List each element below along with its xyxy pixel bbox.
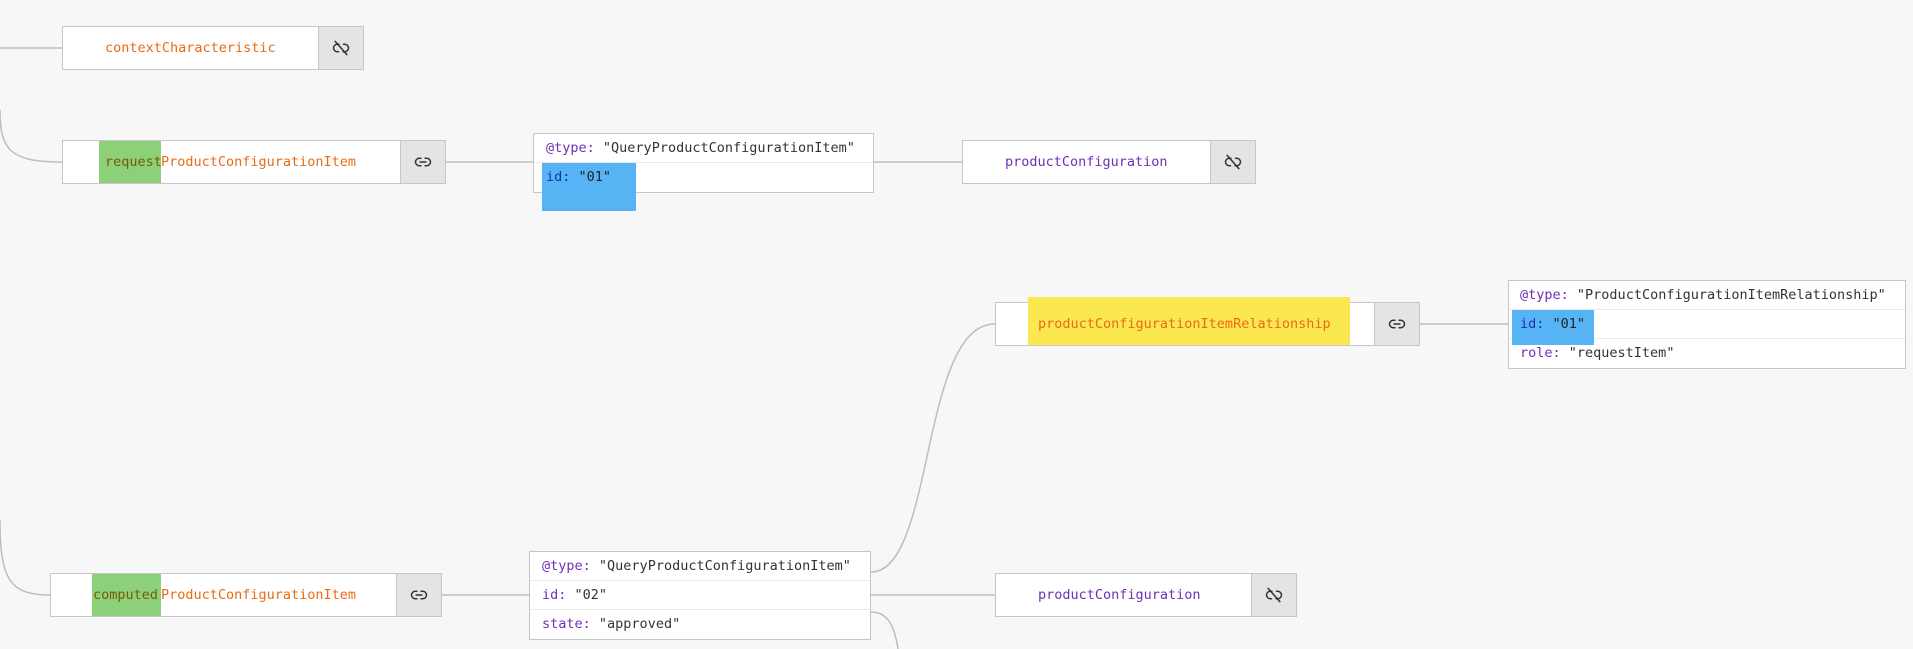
node-label: contextCharacteristic — [105, 40, 276, 56]
label-rest: ProductConfigurationItem — [161, 154, 357, 170]
role-value: "requestItem" — [1568, 345, 1675, 361]
id-value: "01" — [578, 169, 612, 185]
request-item-object-node[interactable]: @type: "QueryProductConfigurationItem" i… — [533, 133, 874, 211]
product-configuration-item-relationship-node[interactable]: productConfigurationItemRelationship — [995, 297, 1420, 346]
product-configuration-node-1[interactable]: productConfiguration — [962, 140, 1256, 184]
computed-item-object-node[interactable]: @type: "QueryProductConfigurationItem" i… — [529, 551, 871, 640]
link-off-icon — [1224, 154, 1242, 170]
label-highlight: request — [99, 141, 162, 183]
type-row: @type: "ProductConfigurationItemRelation… — [1509, 281, 1905, 310]
id-highlight — [1512, 310, 1594, 345]
type-row: @type: "QueryProductConfigurationItem" — [534, 134, 873, 163]
link-button[interactable] — [396, 574, 441, 616]
type-key: @type: — [542, 558, 591, 574]
role-key: role: — [1520, 345, 1561, 361]
id-key: id: — [546, 169, 571, 185]
role-row: role: "requestItem" — [1509, 339, 1905, 368]
id-value: "01" — [1552, 316, 1586, 332]
link-off-icon — [1265, 587, 1283, 603]
link-icon — [1388, 319, 1406, 329]
link-off-icon — [332, 40, 350, 56]
node-label: productConfigurationItemRelationship — [1038, 316, 1331, 332]
label-rest: ProductConfigurationItem — [161, 587, 357, 603]
link-button[interactable] — [1374, 303, 1419, 345]
id-key: id: — [1520, 316, 1545, 332]
relationship-object-node[interactable]: @type: "ProductConfigurationItemRelation… — [1508, 280, 1906, 369]
state-key: state: — [542, 616, 591, 632]
type-row: @type: "QueryProductConfigurationItem" — [530, 552, 870, 581]
type-value: "QueryProductConfigurationItem" — [602, 140, 855, 156]
link-icon — [410, 590, 428, 600]
node-label: requestProductConfigurationItem — [99, 141, 356, 183]
id-key: id: — [542, 587, 567, 603]
id-highlight — [542, 163, 636, 211]
edge-obj-relationship — [870, 323, 996, 573]
edge-obj-lower — [870, 611, 899, 649]
id-row: id: "02" — [530, 581, 870, 610]
request-product-configuration-item-node[interactable]: requestProductConfigurationItem — [62, 140, 446, 184]
unlink-button[interactable] — [1210, 141, 1255, 183]
edge-to-request — [0, 109, 63, 163]
product-configuration-node-2[interactable]: productConfiguration — [995, 573, 1297, 617]
id-row: id: "01" — [1509, 310, 1905, 345]
label-highlight: computed — [92, 574, 161, 616]
type-key: @type: — [1520, 287, 1569, 303]
label-highlight — [1028, 297, 1350, 345]
context-characteristic-node[interactable]: contextCharacteristic — [62, 26, 364, 70]
type-key: @type: — [546, 140, 595, 156]
type-value: "ProductConfigurationItemRelationship" — [1576, 287, 1886, 303]
node-label: productConfiguration — [1038, 587, 1201, 603]
unlink-button[interactable] — [318, 27, 363, 69]
link-icon — [414, 157, 432, 167]
unlink-button[interactable] — [1251, 574, 1296, 616]
type-value: "QueryProductConfigurationItem" — [598, 558, 851, 574]
node-label: productConfiguration — [1005, 154, 1168, 170]
edge-to-computed — [0, 519, 51, 596]
state-row: state: "approved" — [530, 610, 870, 639]
link-button[interactable] — [400, 141, 445, 183]
state-value: "approved" — [598, 616, 681, 632]
id-value: "02" — [574, 587, 608, 603]
id-row: id: "01" — [534, 163, 873, 211]
